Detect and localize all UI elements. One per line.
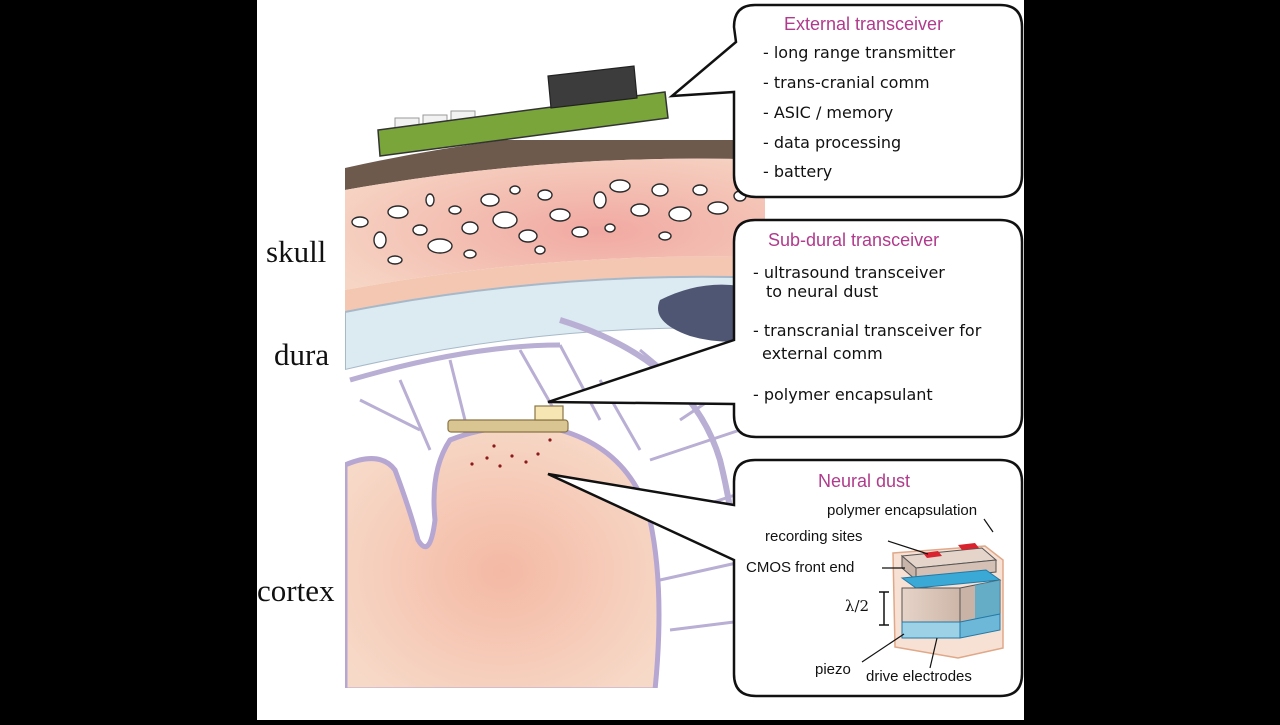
subdural-transceiver-device xyxy=(447,419,569,433)
recording-site xyxy=(923,551,942,558)
cmos-front-end-label: CMOS front end xyxy=(746,559,855,576)
recording-site xyxy=(958,543,979,550)
cortex-label: cortex xyxy=(257,573,335,608)
external-item: - trans-cranial comm xyxy=(763,73,930,92)
polymer-encapsulation-label: polymer encapsulation xyxy=(827,502,978,519)
subdural-item: to neural dust xyxy=(766,282,879,301)
subdural-item: - ultrasound transceiver xyxy=(753,263,945,282)
neural-dust-mote xyxy=(861,518,1004,669)
skull-inner-band xyxy=(345,256,765,312)
external-item: - ASIC / memory xyxy=(763,103,894,122)
recording-sites-label: recording sites xyxy=(765,528,863,545)
external-item: - data processing xyxy=(763,133,902,152)
lambda-half-label: λ/2 xyxy=(845,597,870,615)
external-item: - long range transmitter xyxy=(763,43,956,62)
dura-label: dura xyxy=(274,337,330,372)
tissue-layers xyxy=(345,140,765,688)
cortex-tissue xyxy=(345,424,662,688)
subdural-item: - transcranial transceiver for xyxy=(753,321,982,340)
subdural-transceiver-title: Sub-dural transceiver xyxy=(768,230,940,250)
external-item: - battery xyxy=(763,162,833,181)
neural-dust-particles xyxy=(470,438,552,468)
piezo-label: piezo xyxy=(815,661,851,678)
external-transceiver-title: External transceiver xyxy=(784,14,944,34)
subdural-callout-box xyxy=(547,218,1024,439)
skull-label: skull xyxy=(266,234,327,269)
external-callout-box xyxy=(668,3,1024,199)
subdural-item: external comm xyxy=(762,344,883,363)
scalp-layer xyxy=(345,140,765,190)
drive-electrodes-label: drive electrodes xyxy=(866,668,972,685)
external-chip xyxy=(547,65,638,109)
neural-dust-title: Neural dust xyxy=(818,471,911,491)
subdural-item: - polymer encapsulant xyxy=(753,385,933,404)
bone-pores xyxy=(351,179,747,265)
